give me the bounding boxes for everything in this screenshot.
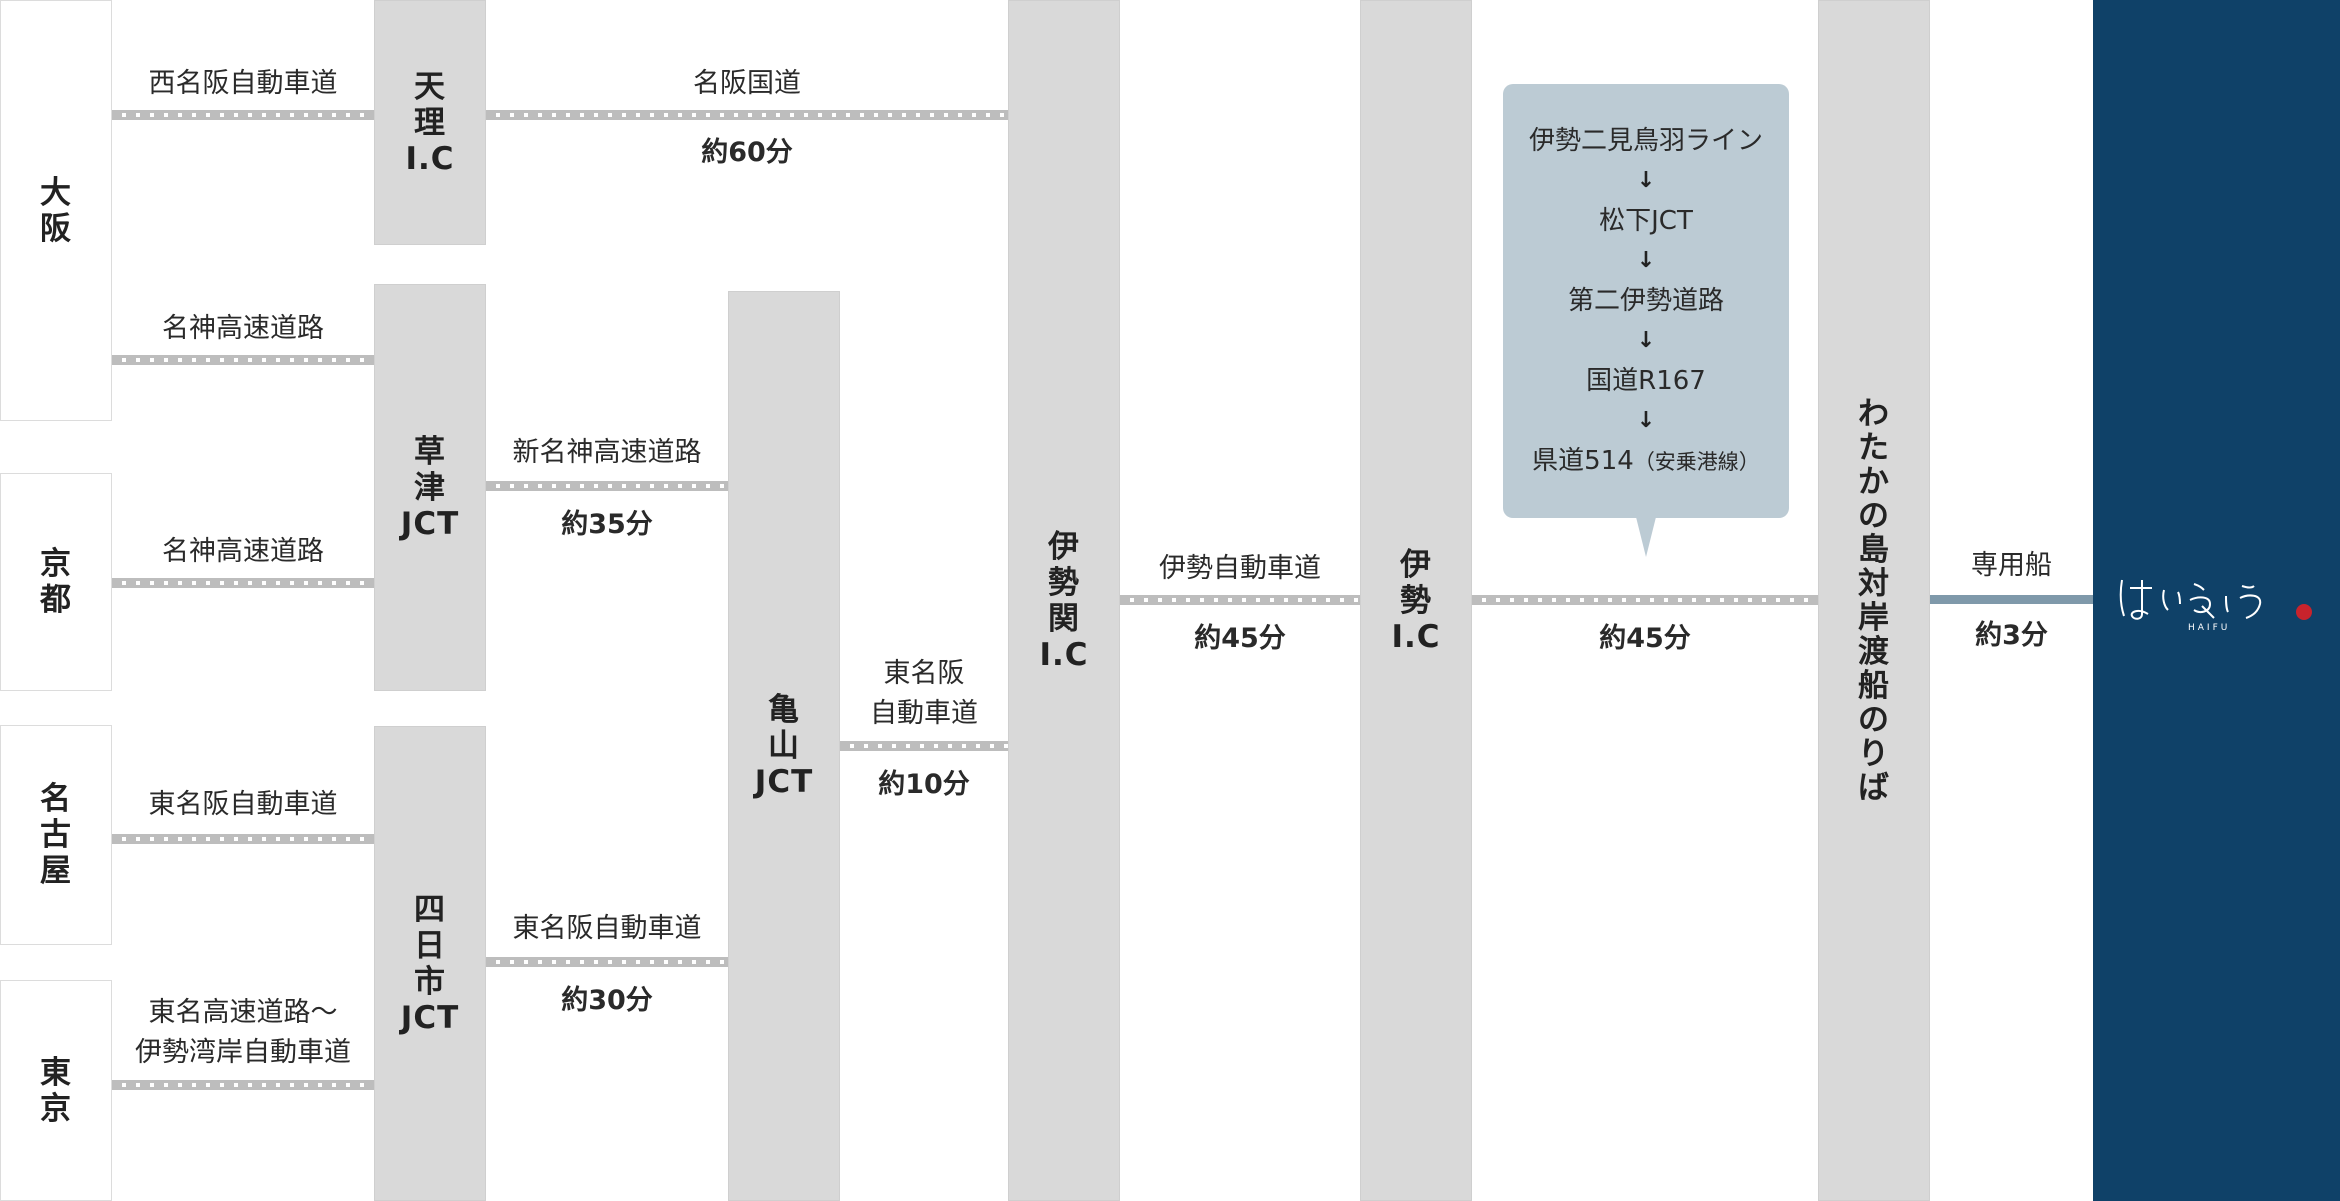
junction-kameyama: 亀 山 JCT — [728, 291, 840, 1201]
junction-kusatsu: 草 津 JCT — [374, 284, 486, 691]
road-kameyama-iseseki-name: 東名阪 自動車道 — [870, 658, 978, 729]
origin-nagoya: 名 古 屋 — [0, 725, 112, 945]
destination-panel — [2093, 0, 2340, 1201]
origin-tokyo: 東 京 — [0, 980, 112, 1201]
road-kyoto-kusatsu — [112, 578, 374, 588]
route-step-1: 伊勢二見鳥羽ライン — [1528, 125, 1763, 156]
junction-ise-label: 伊 勢 I.C — [1391, 546, 1441, 655]
road-iseseki-ise-name: 伊勢自動車道 — [1159, 553, 1321, 584]
junction-tenri: 天 理 I.C — [374, 0, 486, 245]
origin-nagoya-label: 名 古 屋 — [40, 781, 72, 889]
haifu-logo-mark: HAIFU — [2119, 579, 2312, 633]
haifu-logo: HAIFU — [2118, 566, 2318, 636]
road-osaka-tenri-name: 西名阪自動車道 — [148, 68, 338, 99]
junction-yokkaichi-label: 四 日 市 JCT — [400, 891, 460, 1036]
down-arrow-icon: ↓ — [1636, 327, 1656, 353]
road-nagoya-yokkaichi — [112, 834, 374, 844]
road-iseseki-ise — [1120, 595, 1360, 605]
down-arrow-icon: ↓ — [1636, 247, 1656, 273]
haifu-logo-sub: HAIFU — [2188, 623, 2230, 633]
junction-tenri-label: 天 理 I.C — [405, 68, 455, 177]
road-tokyo-yokkaichi-name: 東名高速道路～ 伊勢湾岸自動車道 — [135, 997, 351, 1068]
road-kyoto-kusatsu-name: 名神高速道路 — [162, 536, 324, 567]
route-step-5-note: （安乗港線） — [1633, 449, 1760, 474]
road-tenri-iseseki-time: 約60分 — [701, 137, 793, 168]
junction-kusatsu-label: 草 津 JCT — [400, 433, 460, 542]
road-tokyo-yokkaichi — [112, 1080, 374, 1090]
ferry-name: 専用船 — [1971, 550, 2052, 581]
route-step-2: 松下JCT — [1599, 205, 1693, 236]
junction-ise: 伊 勢 I.C — [1360, 0, 1472, 1201]
road-kusatsu-kameyama — [486, 481, 728, 491]
route-step-5: 県道514（安乗港線） — [1532, 441, 1760, 482]
bubble-tail — [1636, 517, 1656, 557]
route-steps-bubble: 伊勢二見鳥羽ライン ↓ 松下JCT ↓ 第二伊勢道路 ↓ 国道R167 ↓ 県道… — [1503, 84, 1789, 518]
road-nagoya-yokkaichi-name: 東名阪自動車道 — [148, 789, 338, 820]
ferry-terminal-label: わ た か の 島 対 岸 渡 船 の り ば — [1858, 395, 1890, 806]
origin-kyoto-label: 京 都 — [40, 546, 72, 618]
junction-iseseki: 伊 勢 関 I.C — [1008, 0, 1120, 1201]
road-kusatsu-kameyama-time: 約35分 — [561, 509, 653, 540]
route-step-3: 第二伊勢道路 — [1567, 285, 1724, 316]
junction-yokkaichi: 四 日 市 JCT — [374, 726, 486, 1201]
road-kameyama-iseseki-time: 約10分 — [878, 769, 970, 800]
road-yokkaichi-kameyama — [486, 957, 728, 967]
road-iseseki-ise-time: 約45分 — [1194, 623, 1286, 654]
junction-iseseki-label: 伊 勢 関 I.C — [1039, 528, 1089, 673]
road-osaka-kusatsu — [112, 355, 374, 365]
ferry-time: 約3分 — [1975, 620, 2048, 651]
origin-osaka: 大 阪 — [0, 0, 112, 421]
down-arrow-icon: ↓ — [1636, 407, 1656, 433]
road-kameyama-iseseki — [840, 741, 1008, 751]
road-ise-wataka — [1472, 595, 1818, 605]
junction-kameyama-label: 亀 山 JCT — [754, 692, 814, 800]
road-yokkaichi-kameyama-time: 約30分 — [561, 985, 653, 1016]
road-osaka-tenri — [112, 110, 374, 120]
origin-tokyo-label: 東 京 — [40, 1054, 72, 1127]
road-tenri-iseseki — [486, 110, 1008, 120]
ferry-terminal-wataka: わ た か の 島 対 岸 渡 船 の り ば — [1818, 0, 1930, 1201]
ferry-route-line — [1930, 595, 2093, 604]
route-step-4: 国道R167 — [1586, 365, 1706, 396]
road-kusatsu-kameyama-name: 新名神高速道路 — [512, 437, 702, 468]
down-arrow-icon: ↓ — [1636, 167, 1656, 193]
origin-kyoto: 京 都 — [0, 473, 112, 691]
origin-osaka-label: 大 阪 — [40, 174, 72, 247]
road-tenri-iseseki-name: 名阪国道 — [693, 68, 801, 99]
road-ise-wataka-time: 約45分 — [1599, 623, 1691, 654]
road-yokkaichi-kameyama-name: 東名阪自動車道 — [512, 913, 702, 944]
route-step-5-name: 県道514 — [1532, 445, 1634, 476]
road-osaka-kusatsu-name: 名神高速道路 — [162, 313, 324, 344]
